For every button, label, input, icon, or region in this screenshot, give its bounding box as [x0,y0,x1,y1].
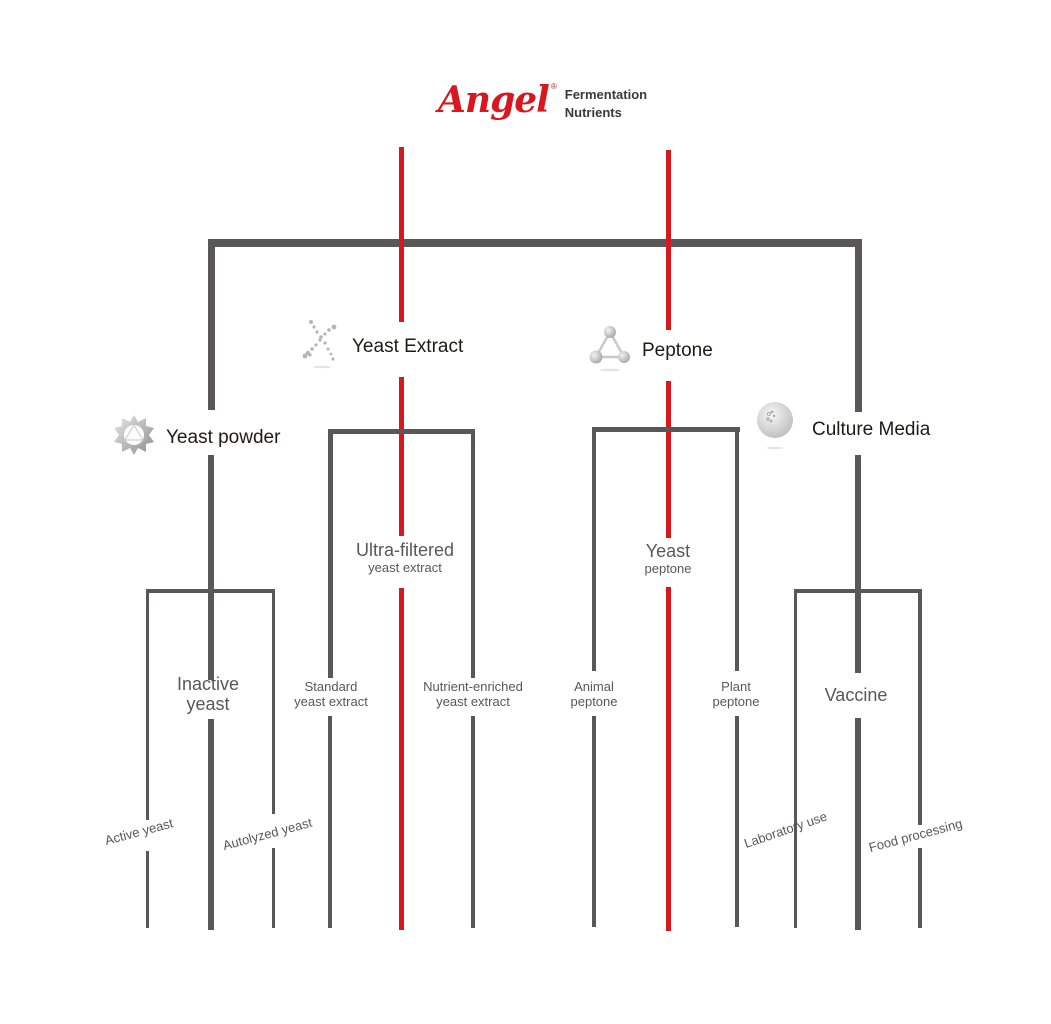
inactive-yeast-line-1: Inactive [176,674,240,694]
logo-wordmark: Angel [438,79,550,121]
leaf-laboratory-use: Laboratory use [742,808,830,851]
yeast-powder-trunk-upper [208,239,215,410]
peptone-bracket-top [592,427,740,432]
peptone-red-line-top [666,150,671,330]
category-label-yeast-extract: Yeast Extract [352,336,464,357]
food-processing-line-lower [918,848,922,928]
category-yeast-powder: Yeast powder [112,413,280,463]
subcategory-inactive-yeast: Inactive yeast [148,674,268,714]
inactive-yeast-line-2: yeast [186,694,230,714]
category-culture-media: Culture Media [756,401,930,459]
plant-peptone-line-lower [735,716,739,927]
peptone-red-line-mid [666,381,671,538]
plant-peptone-line-1: Plant [721,679,751,694]
subcategory-vaccine: Vaccine [798,685,914,706]
ultra-filtered-line-2: yeast extract [368,559,442,575]
molecule-triangle-icon [588,322,632,380]
active-yeast-line-lower [146,851,149,928]
autolyzed-yeast-line-lower [272,848,275,928]
petri-sphere-icon [756,401,794,459]
leaf-food-processing: Food processing [867,815,964,855]
nutrient-ye-line-lower [471,716,475,928]
brand-logo: Angel ® Fermentation Nutrients [438,80,647,122]
culture-media-trunk-mid [855,455,861,673]
yeast-powder-trunk-mid [208,455,214,680]
inactive-yeast-bracket-top [146,589,275,593]
subcategory-standard-ye: Standard yeast extract [276,679,386,710]
subcategory-yeast-peptone: Yeast peptone [608,541,728,577]
tagline-line-1: Fermentation [564,87,648,102]
laboratory-use-line [794,589,797,928]
category-label-peptone: Peptone [642,340,713,361]
subcategory-ultra-filtered-ye: Ultra-filtered yeast extract [325,540,485,576]
yeast-extract-bracket-top [328,429,475,434]
leaf-active-yeast: Active yeast [103,815,175,848]
standard-ye-line-upper [328,429,333,678]
ultra-filtered-line-1: Ultra-filtered [355,540,455,560]
yeast-extract-red-line-bottom [399,588,404,930]
category-label-yeast-powder: Yeast powder [166,427,281,448]
culture-media-trunk-lower [855,718,861,930]
star-crystal-icon [112,413,156,463]
subcategory-animal-peptone: Animal peptone [554,679,634,710]
plant-peptone-line-upper [735,427,739,671]
animal-peptone-line-lower [592,716,596,927]
registered-mark: ® [550,82,557,91]
tagline-line-2: Nutrients [564,105,622,120]
laboratory-use-inner-line-upper [794,589,797,590]
yeast-extract-red-line-mid [399,377,404,536]
vaccine-bracket-top [794,589,922,593]
vaccine-label: Vaccine [824,685,888,705]
standard-ye-line-1: Standard [304,679,358,694]
nutrient-ye-line-upper [471,429,475,678]
nutrient-enriched-ye-line-2: yeast extract [436,693,510,709]
autolyzed-yeast-line-upper [272,589,275,814]
animal-peptone-line-2: peptone [570,693,618,709]
nutrient-enriched-ye-line-1: Nutrient-enriched [423,679,523,694]
plant-peptone-line-2: peptone [712,693,760,709]
standard-ye-line-lower [328,716,332,928]
culture-media-trunk-upper [855,239,862,412]
peptone-red-line-bottom [666,587,671,931]
category-label-culture-media: Culture Media [812,419,931,440]
yeast-extract-red-line-top [399,147,404,322]
food-processing-line-upper [918,589,922,825]
molecule-x-icon [302,318,342,376]
animal-peptone-line-upper [592,427,596,671]
yeast-peptone-line-2: peptone [644,560,692,576]
yeast-powder-trunk-lower [208,719,214,930]
standard-ye-line-2: yeast extract [294,693,368,709]
subcategory-plant-peptone: Plant peptone [696,679,776,710]
category-peptone: Peptone [588,322,713,380]
subcategory-nutrient-enriched-ye: Nutrient-enriched yeast extract [408,679,538,710]
yeast-peptone-line-1: Yeast [645,541,691,561]
main-branch-bar [208,239,862,247]
category-yeast-extract: Yeast Extract [302,318,463,376]
logo-tagline: Fermentation Nutrients [565,86,647,122]
active-yeast-line-upper [146,589,149,820]
animal-peptone-line-1: Animal [574,679,614,694]
leaf-autolyzed-yeast: Autolyzed yeast [221,814,314,853]
